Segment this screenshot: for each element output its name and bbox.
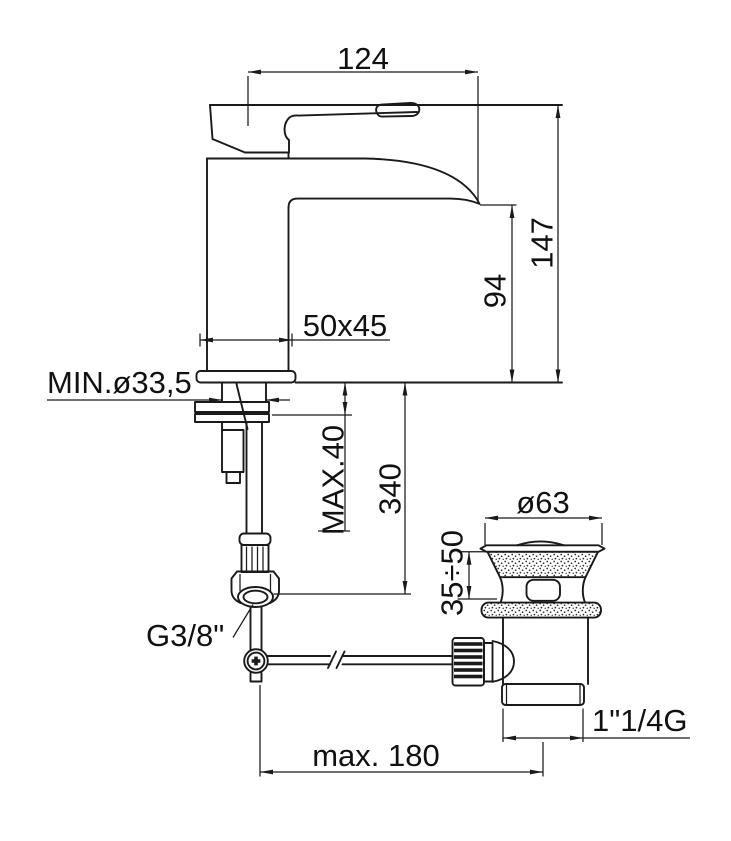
dimension-waste-flange: ø63 (484, 485, 603, 545)
label-supply-thread: G3/8" (146, 618, 224, 653)
label-waste-flange: ø63 (516, 485, 569, 520)
label-min-hole: MIN.ø33,5 (47, 365, 192, 400)
mounting-washer-upper (194, 401, 270, 413)
waste-tube (502, 616, 589, 685)
hose-nut-opening (242, 589, 269, 605)
pivot-joint-inner (246, 651, 266, 671)
waste-tailpipe-thread (501, 683, 585, 706)
label-max-rod-reach: max. 180 (312, 738, 440, 773)
adjustment-knurled-nut (451, 637, 494, 687)
hose-ribbed-section (240, 544, 270, 573)
horizontal-rod-left (266, 655, 331, 666)
dimension-spout-height: 94 (478, 204, 517, 383)
rod-break-symbol (327, 650, 346, 669)
label-hose-length: 340 (373, 463, 408, 515)
dimension-supply-thread: G3/8" (146, 604, 254, 653)
dimension-waste-thread: 1"1/4G (502, 703, 690, 742)
waste-cap-dome (516, 540, 565, 547)
popup-rod-diagonal (235, 383, 249, 430)
under-deck-group (194, 381, 280, 608)
waste-flange-cap (479, 544, 606, 553)
waste-window (525, 578, 561, 602)
label-total-height: 147 (525, 217, 560, 269)
dimension-hose-length: 340 (273, 382, 411, 595)
pivot-screw-cross (251, 656, 261, 666)
popup-rod-vertical (249, 605, 263, 651)
faucet-lever-paddle (375, 102, 421, 118)
dimension-clamping-range: 35÷50 (435, 530, 497, 616)
faucet-body-group (195, 102, 563, 384)
hose-hex-nut (230, 570, 280, 608)
faucet-cap (209, 104, 290, 154)
dimension-base-size: 50x45 (199, 308, 390, 347)
dimension-min-hole: MIN.ø33,5 (47, 365, 290, 403)
base-flange (195, 370, 297, 384)
fixing-stud-tip (225, 471, 241, 484)
fixing-stud (221, 429, 245, 473)
waste-drain-group (451, 540, 606, 706)
faucet-spout-outer (206, 157, 481, 205)
label-waste-thread: 1"1/4G (592, 703, 687, 738)
faucet-lever-arm (283, 111, 418, 154)
waste-backnut-knurled (480, 601, 602, 619)
rod-ball-elbow (491, 640, 515, 683)
label-spout-reach: 124 (337, 41, 389, 76)
label-spout-height: 94 (478, 274, 513, 308)
label-base-size: 50x45 (303, 308, 387, 343)
supply-hose (245, 421, 263, 535)
waste-cone-knurled (486, 550, 599, 579)
popup-rod-tail (249, 671, 263, 683)
dimension-max-rod-reach: max. 180 (259, 685, 544, 777)
mounting-washer-lower (194, 413, 270, 423)
dimension-total-height: 147 (525, 105, 561, 383)
dimension-spout-reach: 124 (247, 41, 479, 202)
pivot-joint-outer (243, 648, 269, 674)
label-clamping-range: 35÷50 (435, 530, 470, 616)
label-max-deck: MAX.40 (316, 425, 351, 535)
popup-linkage-group (243, 605, 454, 683)
faucet-spout-underside (287, 197, 481, 372)
horizontal-rod-right (341, 655, 454, 666)
dimension-max-deck: MAX.40 (272, 382, 352, 535)
hose-collar (238, 532, 272, 546)
waste-body-sides (499, 576, 587, 604)
